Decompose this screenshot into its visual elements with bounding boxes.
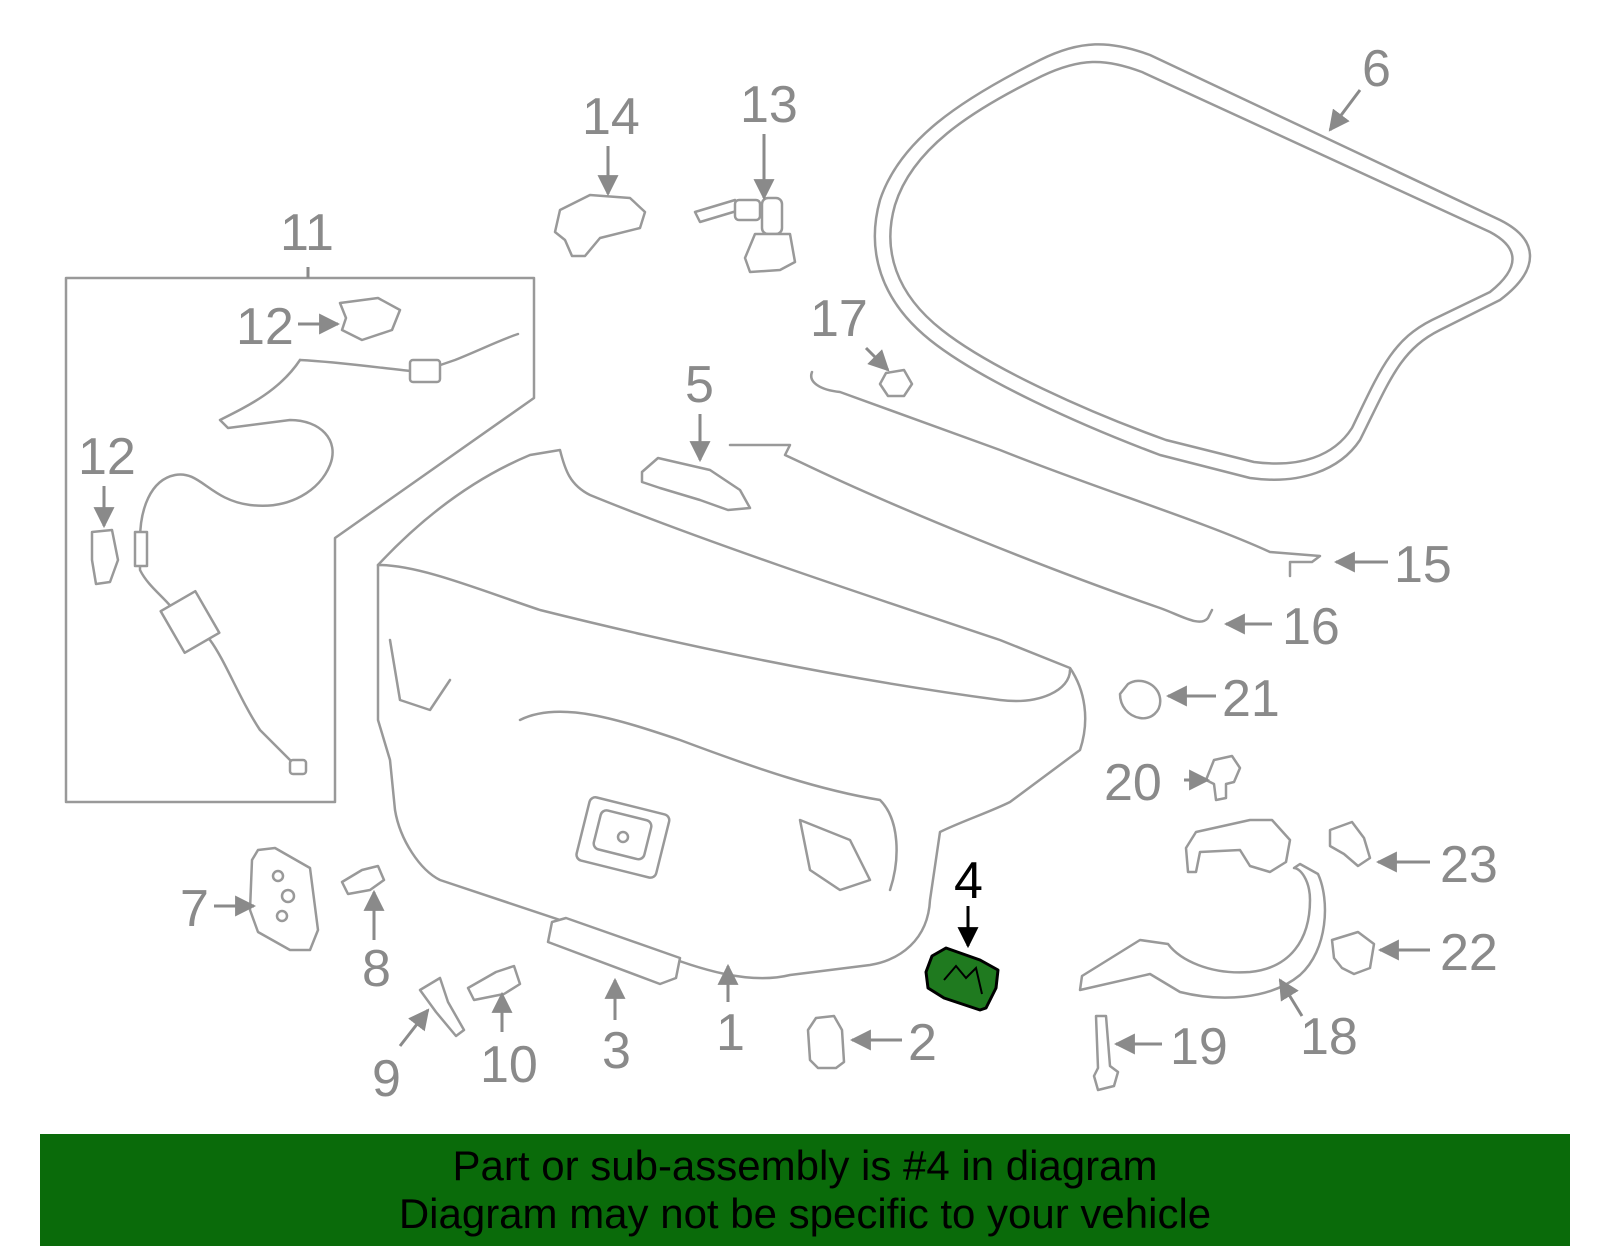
callout-10: 10 xyxy=(480,1036,538,1094)
callout-2: 2 xyxy=(908,1014,937,1072)
part-4 xyxy=(924,946,1000,1012)
part-3 xyxy=(546,916,682,986)
part-11-box xyxy=(64,276,536,804)
part-17 xyxy=(878,368,914,398)
callout-labels: 11 12 12 14 13 6 17 5 15 16 21 20 23 22 … xyxy=(78,40,1498,1108)
parts-diagram: 11 12 12 14 13 6 17 5 15 16 21 20 23 22 … xyxy=(64,40,1532,1108)
callout-19: 19 xyxy=(1170,1018,1228,1076)
part-20 xyxy=(1204,754,1242,802)
info-banner: Part or sub-assembly is #4 in diagram Di… xyxy=(40,1134,1570,1246)
part-12-upper xyxy=(338,296,402,342)
callout-9: 9 xyxy=(372,1050,401,1108)
part-1-trunk-lid xyxy=(376,448,1087,980)
part-11-connector xyxy=(408,358,442,384)
part-8 xyxy=(340,864,386,896)
callout-5: 5 xyxy=(685,356,714,414)
callout-22: 22 xyxy=(1440,924,1498,982)
part-15 xyxy=(810,370,1322,578)
callout-21: 21 xyxy=(1222,670,1280,728)
part-2 xyxy=(806,1014,846,1070)
part-13 xyxy=(693,196,797,274)
callout-6: 6 xyxy=(1362,40,1391,98)
part-16 xyxy=(728,443,1214,623)
part-23 xyxy=(1328,820,1372,868)
callout-12-lower: 12 xyxy=(78,428,136,486)
part-9 xyxy=(418,976,466,1038)
callout-23: 23 xyxy=(1440,836,1498,894)
callout-11: 11 xyxy=(280,204,334,262)
part-22 xyxy=(1330,930,1376,976)
part-4-highlighted xyxy=(924,946,1000,1012)
callout-13: 13 xyxy=(740,76,798,134)
callout-16: 16 xyxy=(1282,598,1340,656)
callout-1: 1 xyxy=(716,1004,745,1062)
part-18 xyxy=(1078,862,1327,999)
part-5 xyxy=(640,456,752,512)
callout-7: 7 xyxy=(180,880,209,938)
callout-20: 20 xyxy=(1104,754,1162,812)
part-6 xyxy=(873,43,1532,481)
banner-line-1: Part or sub-assembly is #4 in diagram xyxy=(452,1142,1158,1189)
callout-8: 8 xyxy=(362,940,391,998)
part-21 xyxy=(1118,679,1162,720)
callout-3: 3 xyxy=(602,1022,631,1080)
part-14 xyxy=(553,193,647,258)
callout-17: 17 xyxy=(810,290,868,348)
part-12-lower xyxy=(90,528,120,586)
part-11-group xyxy=(64,276,536,804)
callout-14: 14 xyxy=(582,88,640,146)
callout-4: 4 xyxy=(954,852,983,910)
part-10 xyxy=(466,964,522,1002)
leader-arrows xyxy=(93,89,1430,1055)
banner-line-2: Diagram may not be specific to your vehi… xyxy=(398,1190,1212,1237)
part-19 xyxy=(1092,1014,1120,1092)
callout-12-upper: 12 xyxy=(236,298,294,356)
callout-18: 18 xyxy=(1300,1008,1358,1066)
callout-15: 15 xyxy=(1394,536,1452,594)
